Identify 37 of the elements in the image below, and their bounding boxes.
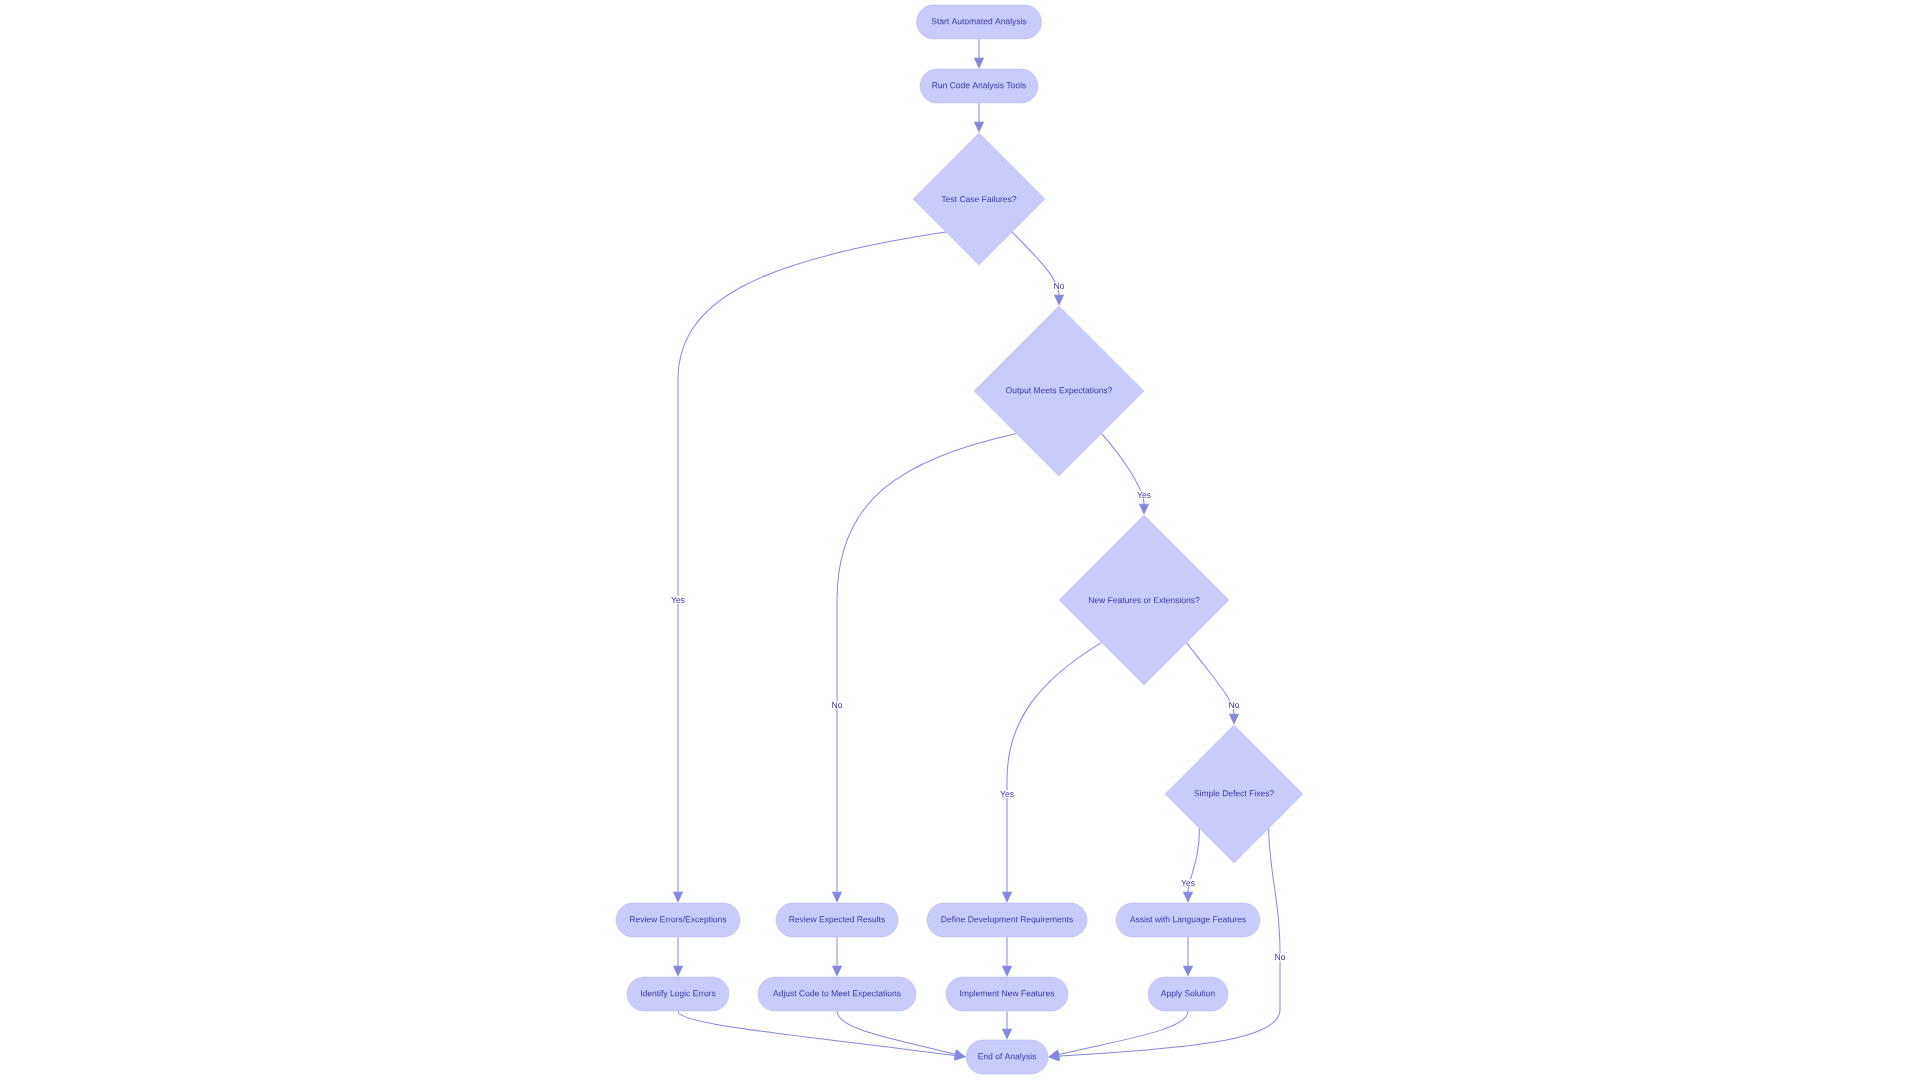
arrow bbox=[836, 1010, 966, 1060]
process-box: Review Expected Results bbox=[775, 902, 899, 938]
process-box: Review Errors/Exceptions bbox=[615, 902, 741, 938]
arrow bbox=[1183, 936, 1193, 977]
edge-label: Yes bbox=[1136, 491, 1152, 499]
edge-label: No bbox=[1273, 953, 1287, 961]
edge-label: No bbox=[1227, 701, 1241, 709]
process-box: Implement New Features bbox=[945, 976, 1069, 1012]
arrow bbox=[974, 38, 984, 69]
arrow bbox=[1011, 231, 1064, 306]
arrow bbox=[1002, 936, 1012, 977]
arrow bbox=[974, 102, 984, 133]
process-box: Assist with Language Features bbox=[1115, 902, 1261, 938]
arrow bbox=[1048, 1010, 1189, 1060]
arrow bbox=[832, 936, 842, 977]
process-box: Identify Logic Errors bbox=[626, 976, 730, 1012]
arrow bbox=[673, 231, 947, 903]
edge-label: Yes bbox=[670, 596, 686, 604]
arrow bbox=[1048, 828, 1281, 1062]
process-box: Apply Solution bbox=[1147, 976, 1229, 1012]
process-box: Adjust Code to Meet Expectations bbox=[757, 976, 917, 1012]
arrow bbox=[832, 433, 1017, 903]
arrow bbox=[1002, 642, 1102, 903]
arrow bbox=[1183, 828, 1200, 903]
edge-label: Yes bbox=[1180, 879, 1196, 887]
arrow bbox=[1101, 433, 1149, 515]
process-box: Define Development Requirements bbox=[926, 902, 1088, 938]
arrow bbox=[673, 936, 683, 977]
edge-label: No bbox=[1052, 282, 1066, 290]
edge-label: No bbox=[830, 701, 844, 709]
arrow bbox=[1186, 642, 1239, 725]
arrow bbox=[1002, 1010, 1012, 1040]
process-box: Run Code Analysis Tools bbox=[919, 68, 1039, 104]
edge-label: Yes bbox=[999, 790, 1015, 798]
process-box: End of Analysis bbox=[965, 1039, 1049, 1075]
arrow bbox=[677, 1010, 966, 1061]
process-box: Start Automated Analysis bbox=[916, 4, 1042, 40]
